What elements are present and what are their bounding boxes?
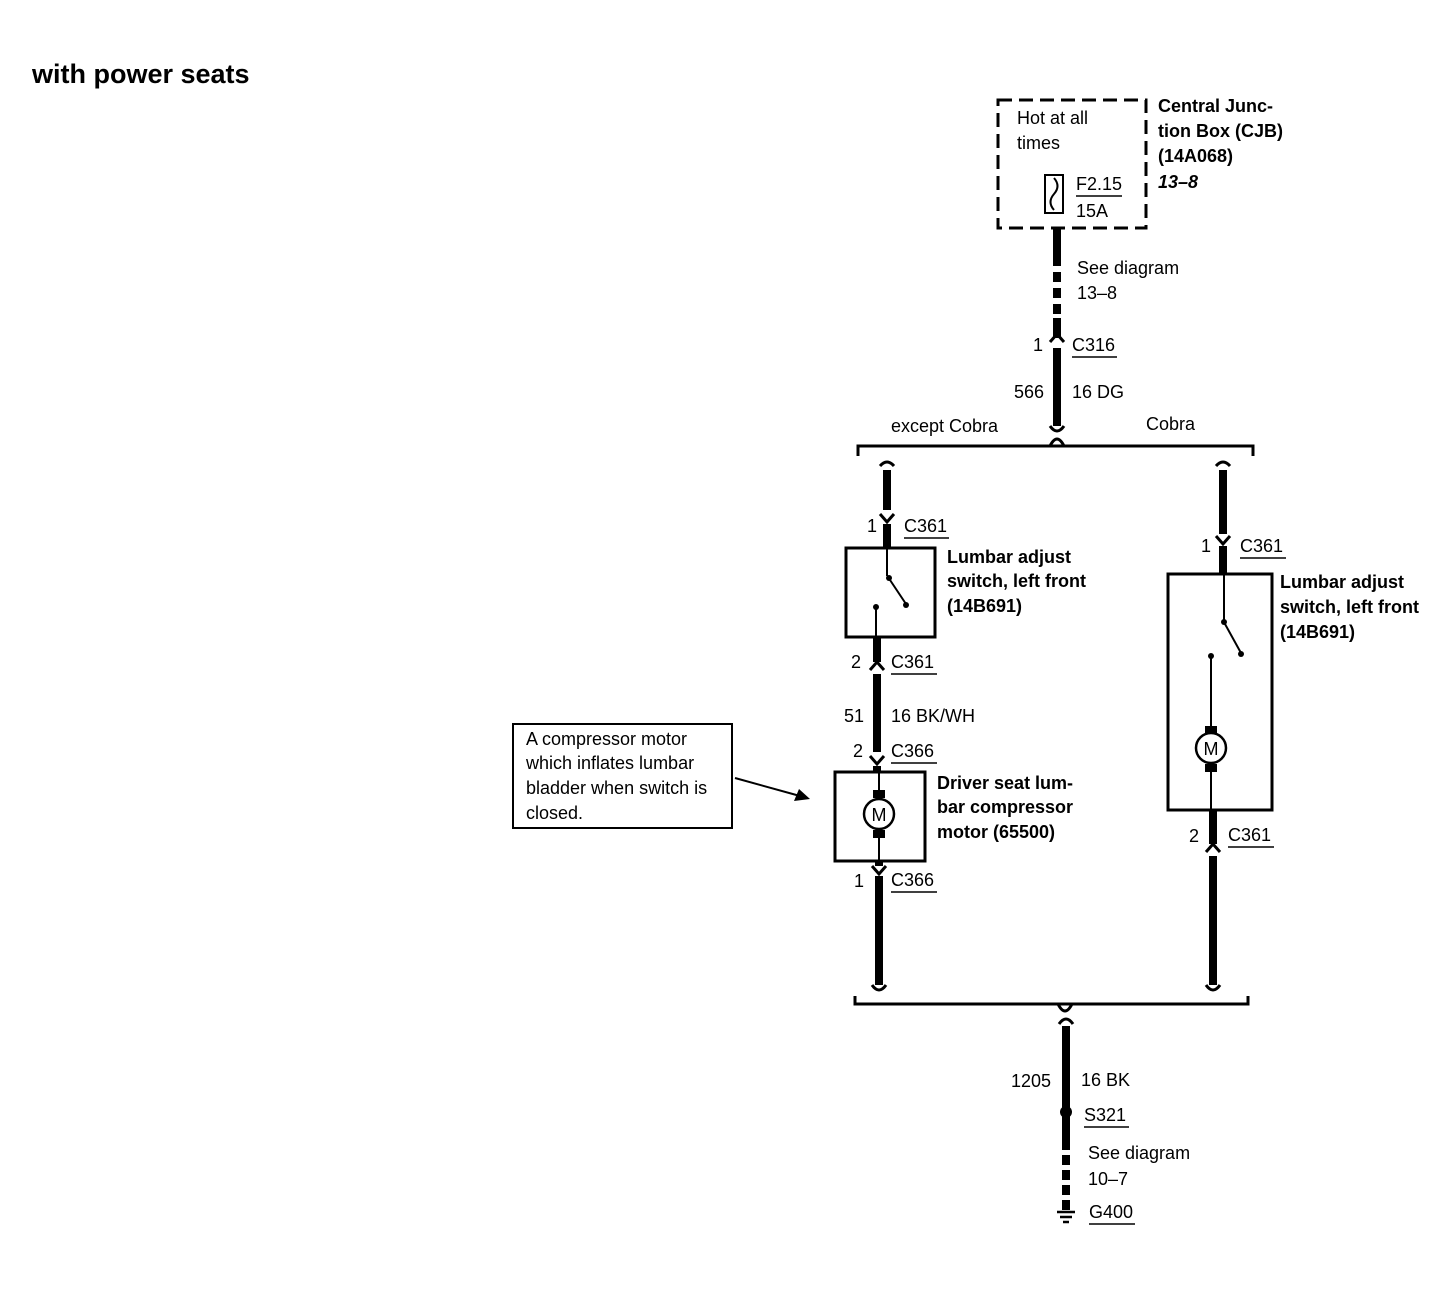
- cjb-name-line3: (14A068): [1158, 146, 1233, 166]
- note-line2: which inflates lumbar: [525, 753, 694, 773]
- right-switch-icon: [1208, 574, 1244, 728]
- fuse-icon: [1044, 174, 1064, 214]
- c361-left-top-label: C361: [904, 516, 947, 536]
- c361-right-bottom-label: C361: [1228, 825, 1271, 845]
- page-title: with power seats: [31, 59, 250, 89]
- ground-wire: [1057, 1017, 1075, 1224]
- note-line3: bladder when switch is: [526, 778, 707, 798]
- note-line1: A compressor motor: [526, 729, 687, 749]
- motor-name-line3: motor (65500): [937, 822, 1055, 842]
- fuse-rating: 15A: [1076, 201, 1108, 221]
- splice-dot-icon: [1060, 1106, 1072, 1118]
- c366-left-top-pin: 2: [853, 741, 863, 761]
- arrow-head-icon: [794, 789, 810, 801]
- c361-right-bottom-pin: 2: [1189, 826, 1199, 846]
- right-lumbar-switch-box: [1166, 572, 1274, 812]
- right-branch: M: [1166, 460, 1274, 992]
- left-motor-symbol: M: [872, 805, 887, 825]
- c361-right-top-label: C361: [1240, 536, 1283, 556]
- cjb-hot-label-line2: times: [1017, 133, 1060, 153]
- splice-label: S321: [1084, 1105, 1126, 1125]
- c361-right-bottom-connector-icon: [1204, 841, 1222, 853]
- feed-gauge-color: 16 DG: [1072, 382, 1124, 402]
- left-wire-circuit: 51: [844, 706, 864, 726]
- cjb-name-line1: Central Junc-: [1158, 96, 1273, 116]
- cjb-hot-label-line1: Hot at all: [1017, 108, 1088, 128]
- branch-label-except-cobra: except Cobra: [891, 416, 999, 436]
- c316-connector-icon: [1048, 331, 1066, 343]
- central-junction-box: Hot at all times F2.15 15A Central Junc-…: [996, 96, 1283, 230]
- feed-circuit-number: 566: [1014, 382, 1044, 402]
- cjb-name-line2: tion Box (CJB): [1158, 121, 1283, 141]
- ground-label: G400: [1089, 1202, 1133, 1222]
- ground-wire-circuit: 1205: [1011, 1071, 1051, 1091]
- c366-left-bottom-pin: 1: [854, 871, 864, 891]
- left-branch: M: [833, 460, 937, 992]
- c361-right-top-pin: 1: [1201, 536, 1211, 556]
- left-wire-gauge-color: 16 BK/WH: [891, 706, 975, 726]
- right-switch-name-line1: Lumbar adjust: [1280, 572, 1404, 592]
- branch-label-cobra: Cobra: [1146, 414, 1196, 434]
- c366-left-top-label: C366: [891, 741, 934, 761]
- c361-right-top-connector-icon: [1214, 535, 1232, 547]
- c361-left-bottom-connector-icon: [868, 659, 886, 671]
- note-line4: closed.: [526, 803, 583, 823]
- right-motor-icon: [1194, 726, 1228, 810]
- see-diagram-top-line1: See diagram: [1077, 258, 1179, 278]
- c361-left-bottom-label: C361: [891, 652, 934, 672]
- bottom-branch-bracket: [853, 996, 1250, 1013]
- fuse-id: F2.15: [1076, 174, 1122, 194]
- left-lumbar-switch-box: [844, 546, 937, 639]
- c366-left-bottom-connector-icon: [870, 865, 888, 877]
- right-switch-name-line2: switch, left front: [1280, 597, 1419, 617]
- see-diagram-bottom-line1: See diagram: [1088, 1143, 1190, 1163]
- c366-left-top-connector-icon: [868, 755, 886, 767]
- c316-pin: 1: [1033, 335, 1043, 355]
- c366-left-bottom-label: C366: [891, 870, 934, 890]
- cjb-ref: 13–8: [1158, 172, 1198, 192]
- c361-left-top-connector-icon: [878, 513, 896, 525]
- left-switch-name-line1: Lumbar adjust: [947, 547, 1071, 567]
- ground-icon: [1057, 1210, 1075, 1224]
- c316-label: C316: [1072, 335, 1115, 355]
- c361-left-bottom-pin: 2: [851, 652, 861, 672]
- note-callout: A compressor motor which inflates lumbar…: [512, 723, 810, 829]
- feed-wire: [1048, 228, 1066, 433]
- left-switch-name-line3: (14B691): [947, 596, 1022, 616]
- see-diagram-bottom-line2: 10–7: [1088, 1169, 1128, 1189]
- c361-left-top-pin: 1: [867, 516, 877, 536]
- motor-name-line1: Driver seat lum-: [937, 773, 1073, 793]
- left-motor-icon: [862, 772, 896, 861]
- note-box: [512, 723, 733, 829]
- right-motor-symbol: M: [1204, 739, 1219, 759]
- top-branch-bracket: [856, 437, 1255, 456]
- motor-name-line2: bar compressor: [937, 797, 1073, 817]
- left-switch-name-line2: switch, left front: [947, 571, 1086, 591]
- left-switch-icon: [873, 548, 909, 637]
- see-diagram-top-line2: 13–8: [1077, 283, 1117, 303]
- ground-wire-gauge-color: 16 BK: [1081, 1070, 1130, 1090]
- note-arrow-line: [734, 777, 801, 797]
- right-switch-name-line3: (14B691): [1280, 622, 1355, 642]
- cjb-dashed-outline: [996, 98, 1148, 230]
